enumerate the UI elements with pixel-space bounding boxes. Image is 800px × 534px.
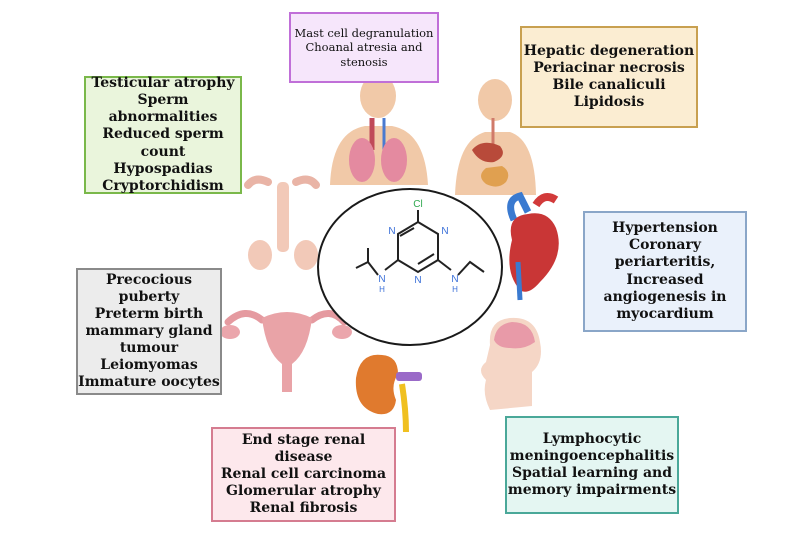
ring-nitrogen-left: N — [388, 226, 395, 237]
box-line: Spatial learning and — [511, 465, 673, 481]
chlorine-label: Cl — [413, 199, 422, 210]
box-line: Periacinar necrosis — [533, 59, 685, 76]
ring-nitrogen-top: N — [441, 226, 448, 237]
heart-icon — [507, 191, 559, 301]
box-line: myocardium — [616, 305, 714, 322]
box-line: Leiomyomas — [100, 357, 198, 374]
respiratory-effects-box: Mast cell degranulation Choanal atresia … — [289, 12, 439, 83]
amine-right-h: H — [452, 285, 458, 294]
brain-effects-box: Lymphocytic meningoencephalitis Spatial … — [505, 416, 679, 514]
box-line: Precocious puberty — [106, 271, 192, 305]
molecule-bonds — [355, 210, 485, 276]
box-line: Renal fibrosis — [249, 500, 358, 517]
liver-effects-box: Hepatic degeneration Periacinar necrosis… — [520, 26, 698, 128]
amine-left-h: H — [379, 285, 385, 294]
kidney-effects-box: End stage renal disease Renal cell carci… — [211, 427, 396, 522]
female-reproductive-effects-box: Precocious puberty Preterm birth mammary… — [76, 268, 222, 395]
box-line: Glomerular atrophy — [226, 483, 381, 500]
box-line: Hypertension — [612, 220, 718, 237]
box-line: Testicular atrophy — [91, 75, 235, 92]
box-line: Coronary periarteritis, — [614, 237, 716, 271]
amine-right-n: N — [451, 274, 458, 285]
digestive-torso-icon — [455, 79, 536, 195]
box-line: angiogenesis in — [603, 288, 727, 305]
box-line: Hypospadias — [113, 160, 213, 177]
box-line: Preterm birth — [94, 305, 204, 322]
box-line: Reduced sperm count — [102, 126, 224, 160]
box-line: Choanal atresia and — [305, 40, 423, 55]
box-line: Immature oocytes — [78, 374, 220, 391]
box-line: meningoencephalitis — [509, 447, 675, 464]
male-reproductive-icon — [244, 175, 320, 270]
box-line: Bile canaliculi — [552, 77, 666, 93]
box-line: mammary gland — [85, 322, 213, 339]
box-line: memory impairments — [507, 482, 677, 499]
box-line: Lipidosis — [573, 94, 645, 111]
box-line: Sperm abnormalities — [108, 92, 218, 126]
testis-effects-box: Testicular atrophy Sperm abnormalities R… — [84, 75, 242, 194]
box-line: End stage renal disease — [241, 431, 366, 465]
box-line: Lymphocytic — [542, 430, 642, 447]
box-line: tumour — [119, 340, 179, 357]
respiratory-torso-icon — [330, 74, 428, 185]
box-line: Hepatic degeneration — [523, 42, 695, 59]
heart-effects-box: Hypertension Coronary periarteritis, Inc… — [583, 211, 747, 332]
box-line: Cryptorchidism — [102, 177, 224, 194]
box-line: Mast cell degranulation — [294, 26, 434, 41]
box-line: Increased — [626, 271, 704, 288]
kidney-icon — [355, 354, 422, 433]
head-brain-icon — [481, 317, 541, 410]
box-line: stenosis — [340, 54, 388, 69]
amine-left-n: N — [378, 274, 385, 285]
ring-nitrogen-bottom: N — [414, 275, 421, 286]
box-line: Renal cell carcinoma — [220, 465, 387, 482]
